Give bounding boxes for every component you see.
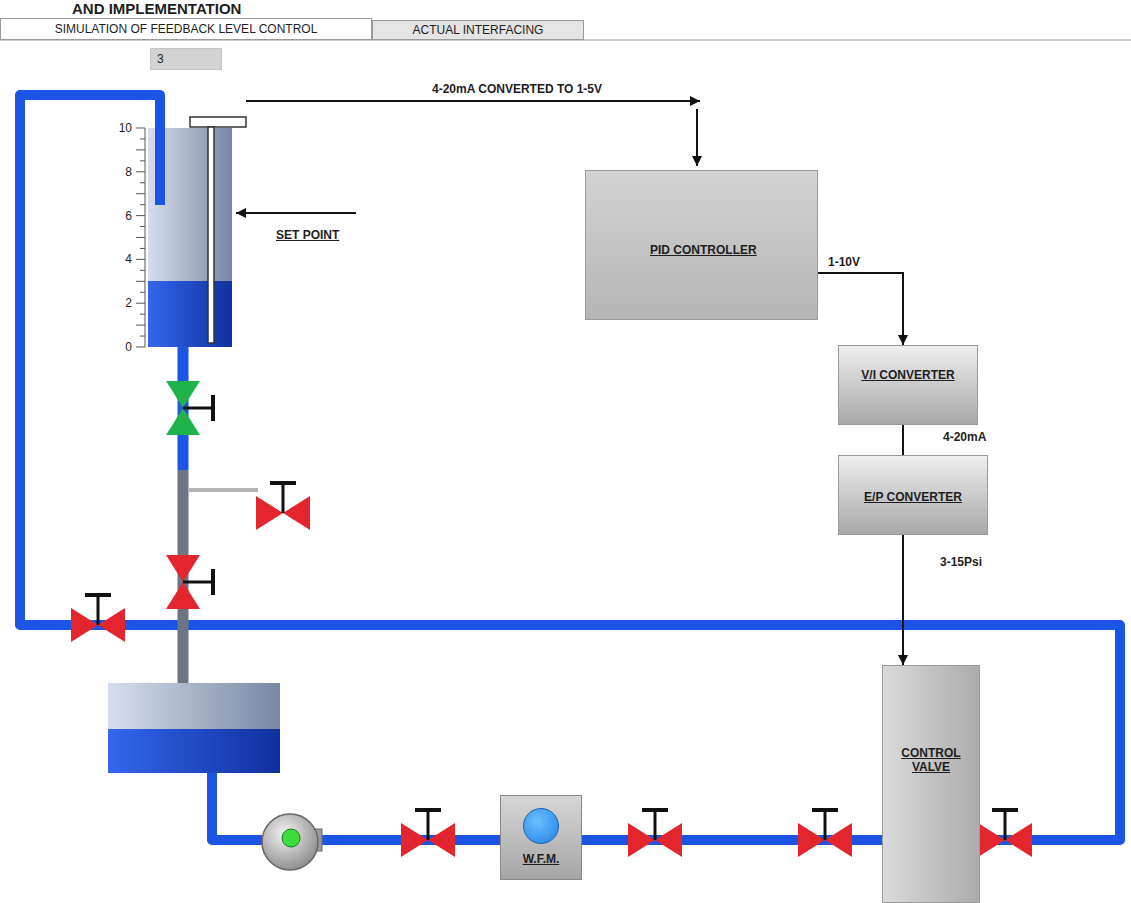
level-sensor [190,117,246,343]
box-label: V/I CONVERTER [861,368,954,382]
heading-text: AND IMPLEMENTATION [72,0,241,18]
converter-box: V/I CONVERTER [838,345,978,425]
pump-symbol [262,814,322,870]
sump-tank [108,683,280,773]
scale-number: 4 [108,252,132,266]
box-label: E/P CONVERTER [864,490,962,504]
scale-number: 10 [108,121,132,135]
scale-number: 8 [108,165,132,179]
signal-label: 4-20mA [943,430,986,444]
signal-label: 4-20mA CONVERTED TO 1-5V [432,82,602,96]
signal-label: 3-15Psi [940,555,982,569]
box-label: ACTUAL INTERFACING [413,23,544,37]
setpoint-label: SET POINT [276,228,339,242]
box-label: SIMULATION OF FEEDBACK LEVEL CONTROL [55,22,318,36]
box-label: PID CONTROLLER [650,243,757,257]
box-label: W.F.M. [523,852,560,866]
tab: ACTUAL INTERFACING [372,20,584,40]
control-valve-box: CONTROL VALVE [882,665,980,903]
flow-meter-box: W.F.M. [500,795,582,880]
tab: SIMULATION OF FEEDBACK LEVEL CONTROL [0,18,372,40]
signal-line [818,273,903,345]
signal-label: 1-10V [828,255,860,269]
value-indicator: 3 [150,48,222,70]
box-label: 3 [157,52,164,66]
scale-number: 6 [108,209,132,223]
scale-number: 0 [108,340,132,354]
converter-box: E/P CONVERTER [838,455,988,535]
signal-line [902,535,904,665]
signal-line [902,425,904,455]
box-label: CONTROL VALVE [891,746,971,775]
flow-meter-dial [523,808,559,844]
controller-box: PID CONTROLLER [585,170,818,320]
scale-number: 2 [108,296,132,310]
level-scale [136,128,145,347]
